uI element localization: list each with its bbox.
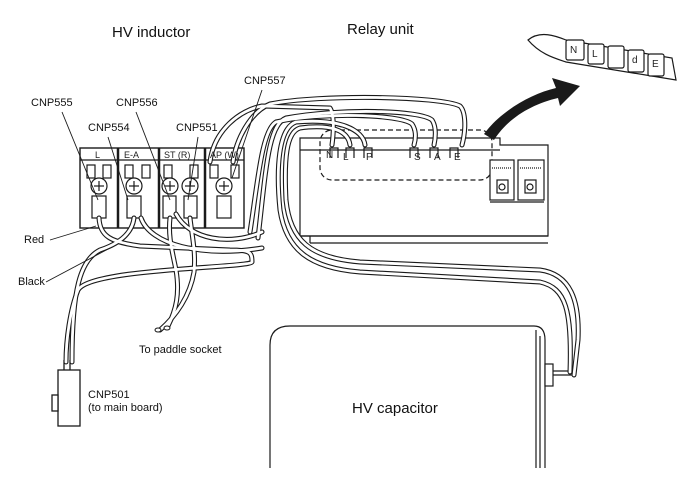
cnp554-label: CNP554 — [88, 122, 130, 134]
wiring-harness — [63, 94, 581, 378]
hv-inductor-label: HV inductor — [112, 24, 191, 41]
strip-letter: d — [632, 55, 638, 66]
cnp557-label: CNP557 — [244, 75, 286, 87]
terminal-ap-w — [209, 164, 240, 219]
terminal-e-a — [124, 164, 151, 219]
inductor-terminal-label: E-A — [124, 150, 140, 160]
strip-letters: N L d E — [570, 45, 659, 70]
hv-capacitor-body — [269, 325, 572, 468]
callout-lines — [45, 89, 263, 283]
removal-arrow-icon — [484, 78, 580, 140]
strip-letter: N — [570, 45, 577, 56]
terminal-l — [86, 164, 112, 219]
cnp501-connector — [51, 360, 81, 427]
paddle-wire-ends — [154, 325, 171, 333]
strip-letter: E — [652, 59, 659, 70]
cnp501-label: CNP501 — [88, 389, 130, 401]
relay-terminal-letters: N L P S A E — [326, 150, 461, 163]
paddle-socket-label: To paddle socket — [139, 344, 222, 356]
cnp551-label: CNP551 — [176, 122, 218, 134]
cnp555-label: CNP555 — [31, 97, 73, 109]
inductor-terminal-label: AP (W) — [210, 150, 239, 160]
relay-unit-label: Relay unit — [347, 21, 414, 38]
cnp556-label: CNP556 — [116, 97, 158, 109]
terminal-st-r — [161, 164, 199, 219]
relay-terminal-label: P — [366, 152, 373, 163]
relay-terminal-label: N — [326, 150, 333, 161]
black-wire-label: Black — [18, 276, 45, 288]
hv-capacitor-label: HV capacitor — [352, 400, 438, 417]
hv-inductor-block — [79, 147, 245, 229]
relay-terminal-label: A — [434, 152, 441, 163]
relay-cover-strip — [527, 33, 677, 81]
relay-terminal-label: L — [343, 152, 349, 163]
strip-letter: L — [592, 49, 598, 60]
relay-terminal-label: E — [454, 152, 461, 163]
relay-terminal-label: S — [414, 152, 421, 163]
red-wire-label: Red — [24, 234, 45, 246]
cnp501-sublabel: (to main board) — [88, 402, 163, 414]
inductor-terminal-label: ST (R) — [164, 150, 191, 160]
relay-unit-body — [299, 129, 549, 244]
inductor-terminal-label: L — [95, 150, 101, 160]
